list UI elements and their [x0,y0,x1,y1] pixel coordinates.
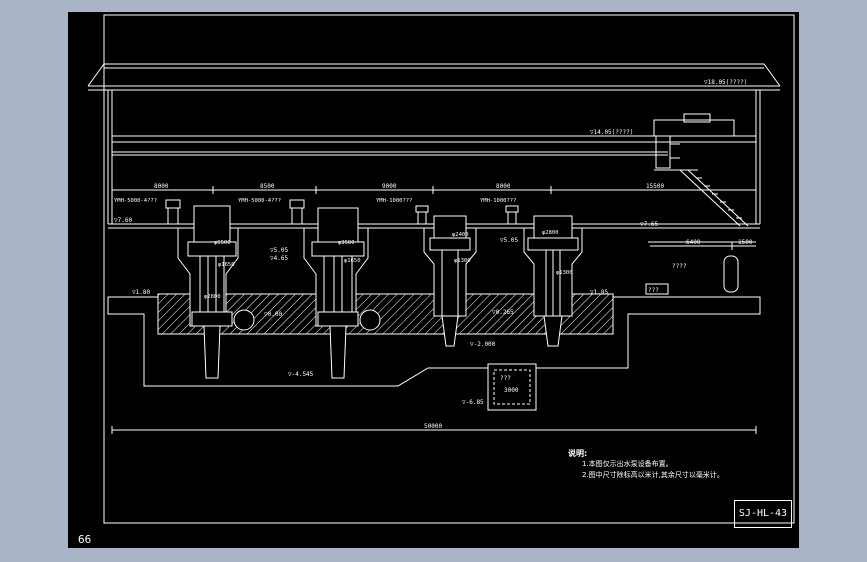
room-label: ???? [672,263,687,270]
span-dimension-line [111,186,757,194]
stairs [679,169,749,227]
elev-mid1: ▽0.00 [264,311,282,318]
sump-label: ??? [500,375,511,382]
elev-pit-left: ▽1.80 [132,289,150,296]
drawing-sheet: ▽18.05(????) ▽14.05(????) ▽7.60 ▽7.65 ▽1… [68,12,799,548]
pump-unit-1 [187,205,255,379]
pump-unit-4 [527,215,579,347]
pump-diam-mid-1: φ1650 [218,262,235,268]
crane-rails [112,135,756,156]
crane-trolley [653,113,735,171]
pump-diam-top-2: φ3500 [338,240,355,246]
elev-crane: ▽14.05(????) [590,129,633,136]
pump-label-1: YMH-5000-4??? [114,198,157,204]
pump-label-2: YMH-5000-4??? [238,198,281,204]
span-4: 8000 [496,183,511,190]
pump-diam-top-4: φ2800 [542,230,559,236]
span-2: 8500 [260,183,275,190]
elev-mid2: ▽0.265 [492,309,514,316]
notes-title: 说明: [568,449,588,458]
pump-diam-low-1: φ2800 [204,294,221,300]
roof [87,63,781,224]
floor-motors [165,199,519,225]
pump-label-3: YMH-1000??? [376,198,412,204]
auxiliary-tank [645,255,739,295]
elev-roof: ▽18.05(????) [704,79,747,86]
span-5: 15500 [646,183,664,190]
pump-diam-mid-4: φ1300 [556,270,573,276]
note-line-2: 2.图中尺寸除标高以米计,其余尺寸以毫米计。 [582,471,724,479]
note-line-1: 1.本图仅示出水泵设备布置。 [582,460,673,468]
drawing-number: SJ-HL-43 [738,508,788,519]
elev-pit-right: ▽1.85 [590,289,608,296]
elev-sump2: ▽5.05 [500,237,518,244]
elev-sump-bottom: ▽-6.85 [462,399,484,406]
title-block: SJ-HL-43 [734,500,792,528]
span-1: 8000 [154,183,169,190]
pump-unit-3 [429,215,471,347]
elev-sump1: ▽5.05 [270,247,288,254]
span-3: 9000 [382,183,397,190]
pump-diam-top-3: φ2400 [452,232,469,238]
unit-label: ??? [648,287,659,294]
drawing-notes: 说明: 1.本图仅示出水泵设备布置。 2.图中尺寸除标高以米计,其余尺寸以毫米计… [568,448,724,481]
elev-foundation: ▽-4.545 [288,371,314,378]
page-number: 66 [78,533,92,546]
pump-diam-mid-3: φ1300 [454,258,471,264]
total-dimension: 50000 [424,423,442,430]
bay-small-1: 6400 [686,239,701,246]
pump-diam-mid-2: φ1650 [344,258,361,264]
elev-sump1b: ▽4.65 [270,255,288,262]
foundation [107,293,761,411]
sump-width: 3000 [504,387,519,394]
inner-frame [103,14,795,524]
total-dimension-line [111,242,757,434]
pump-unit-2 [311,207,381,379]
elev-floor-right: ▽7.65 [640,221,658,228]
pump-diam-top-1: φ5500 [214,240,231,246]
elev-bottom: ▽-2.000 [470,341,496,348]
bay-small-2: 1500 [738,239,753,246]
elev-floor-left: ▽7.60 [114,217,132,224]
pump-label-4: YMH-1000??? [480,198,516,204]
pump-station-section-drawing: ▽18.05(????) ▽14.05(????) ▽7.60 ▽7.65 ▽1… [87,14,795,524]
